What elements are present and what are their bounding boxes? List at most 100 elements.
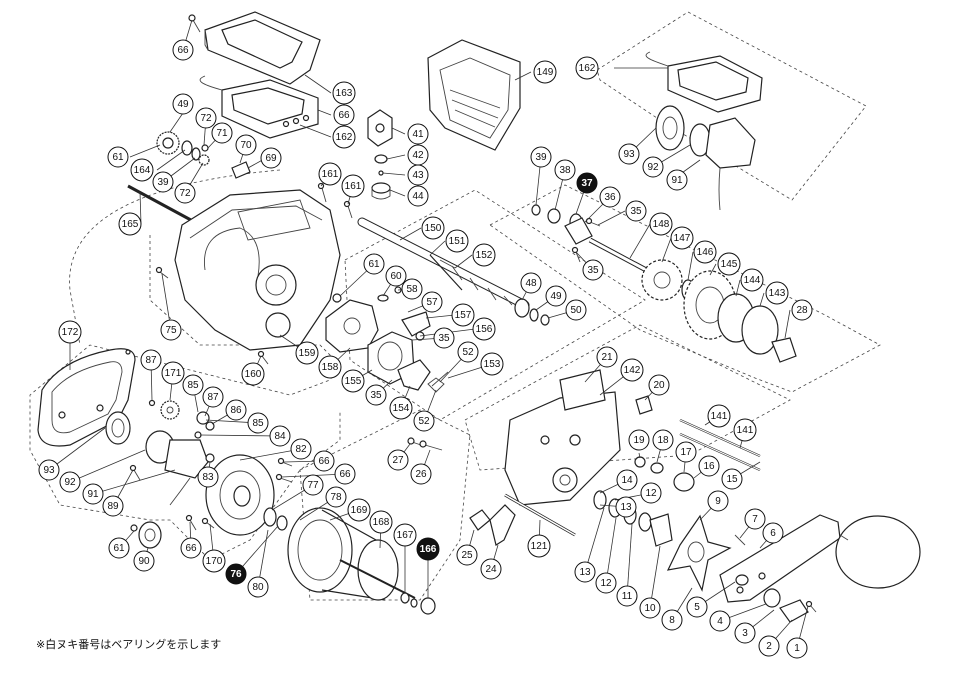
callout-number: 48 bbox=[525, 278, 537, 289]
levelwind-150-152 bbox=[357, 217, 530, 310]
clip-70 bbox=[231, 161, 251, 179]
callout-number: 162 bbox=[336, 132, 353, 143]
callout-number: 12 bbox=[600, 578, 612, 589]
callout-bubble bbox=[709, 610, 731, 632]
callout-number: 66 bbox=[339, 469, 351, 480]
callout-bubble bbox=[628, 429, 650, 451]
bearing-85 bbox=[196, 411, 210, 425]
callout-bubble bbox=[649, 212, 673, 236]
callout-bubble bbox=[290, 438, 312, 460]
callout-bubble bbox=[180, 537, 202, 559]
callout-bubble bbox=[616, 469, 638, 491]
callout-12: 12 bbox=[640, 482, 662, 504]
callout-bubble bbox=[520, 272, 542, 294]
callout-bubble bbox=[620, 358, 644, 382]
screw-75 bbox=[155, 266, 169, 279]
callout-145: 145 bbox=[717, 252, 741, 276]
callout-number: 35 bbox=[438, 333, 450, 344]
callout-bubble bbox=[59, 471, 81, 493]
callout-bubble bbox=[451, 303, 475, 327]
callout-bubble bbox=[554, 159, 576, 181]
callout-number: 154 bbox=[393, 403, 410, 414]
callout-number: 80 bbox=[252, 582, 264, 593]
callout-number: 150 bbox=[425, 223, 442, 234]
callout-87: 87 bbox=[140, 349, 162, 371]
callout-bubble bbox=[133, 550, 155, 572]
frame-cover-149 bbox=[427, 39, 521, 151]
callout-bubble bbox=[318, 162, 342, 186]
callout-bubble bbox=[527, 534, 551, 558]
callout-72: 72 bbox=[195, 107, 217, 129]
washer-168 bbox=[400, 592, 410, 604]
callout-171: 171 bbox=[161, 361, 185, 385]
callout-number: 5 bbox=[694, 602, 700, 613]
callout-number: 15 bbox=[726, 474, 738, 485]
callout-number: 142 bbox=[624, 365, 641, 376]
callout-3: 3 bbox=[734, 622, 756, 644]
callout-48: 48 bbox=[520, 272, 542, 294]
callout-bubble bbox=[533, 60, 557, 84]
callout-bubble bbox=[202, 386, 224, 408]
callout-number: 26 bbox=[415, 469, 427, 480]
callout-93: 93 bbox=[38, 459, 60, 481]
callout-bubble bbox=[686, 596, 708, 618]
plate-154 bbox=[397, 359, 431, 391]
callout-number: 161 bbox=[322, 169, 339, 180]
callout-bubble bbox=[325, 486, 347, 508]
callout-bubble bbox=[670, 226, 694, 250]
clip-50 bbox=[540, 314, 550, 326]
callout-bubble bbox=[332, 81, 356, 105]
parts bbox=[37, 11, 921, 623]
callout-bubble bbox=[413, 410, 435, 432]
callout-9: 9 bbox=[707, 490, 729, 512]
callout-7: 7 bbox=[744, 508, 766, 530]
callout-number: 171 bbox=[165, 368, 182, 379]
callout-92: 92 bbox=[642, 156, 664, 178]
callout-number: 89 bbox=[107, 501, 119, 512]
callout-bubble bbox=[363, 253, 385, 275]
callout-bubble bbox=[174, 182, 196, 204]
gear-72-pinion bbox=[198, 154, 210, 166]
callout-24: 24 bbox=[480, 558, 502, 580]
callout-169: 169 bbox=[347, 498, 371, 522]
callout-49: 49 bbox=[172, 93, 194, 115]
callout-number: 162 bbox=[579, 63, 596, 74]
callout-bubble bbox=[744, 508, 766, 530]
callout-39: 39 bbox=[152, 171, 174, 193]
callout-162: 162 bbox=[575, 56, 599, 80]
plate-36 bbox=[564, 217, 593, 245]
clicker-41 bbox=[367, 109, 393, 147]
callout-10: 10 bbox=[639, 597, 661, 619]
callout-50: 50 bbox=[565, 299, 587, 321]
handle-knob bbox=[835, 515, 921, 589]
callout-bubble bbox=[416, 537, 440, 561]
callout-bubble bbox=[82, 483, 104, 505]
callout-52: 52 bbox=[413, 410, 435, 432]
callout-bubble bbox=[195, 107, 217, 129]
callout-93: 93 bbox=[618, 143, 640, 165]
screw-66-right bbox=[277, 457, 293, 467]
screw-66-c bbox=[185, 514, 197, 531]
callout-number: 93 bbox=[623, 149, 635, 160]
callout-80: 80 bbox=[247, 576, 269, 598]
callout-number: 61 bbox=[112, 152, 124, 163]
callout-number: 165 bbox=[122, 219, 139, 230]
callout-number: 121 bbox=[531, 541, 548, 552]
callout-number: 72 bbox=[200, 113, 212, 124]
callout-number: 90 bbox=[138, 556, 150, 567]
callout-number: 82 bbox=[295, 444, 307, 455]
callout-number: 92 bbox=[64, 477, 76, 488]
callout-82: 82 bbox=[290, 438, 312, 460]
callout-number: 149 bbox=[537, 67, 554, 78]
callout-17: 17 bbox=[675, 441, 697, 463]
callout-number: 87 bbox=[145, 355, 157, 366]
callout-141: 141 bbox=[707, 404, 731, 428]
callout-26: 26 bbox=[410, 463, 432, 485]
callout-number: 18 bbox=[657, 435, 669, 446]
callout-92: 92 bbox=[59, 471, 81, 493]
callout-number: 10 bbox=[644, 603, 656, 614]
callout-69: 69 bbox=[260, 147, 282, 169]
callout-number: 36 bbox=[604, 192, 616, 203]
callout-bubble bbox=[401, 278, 423, 300]
